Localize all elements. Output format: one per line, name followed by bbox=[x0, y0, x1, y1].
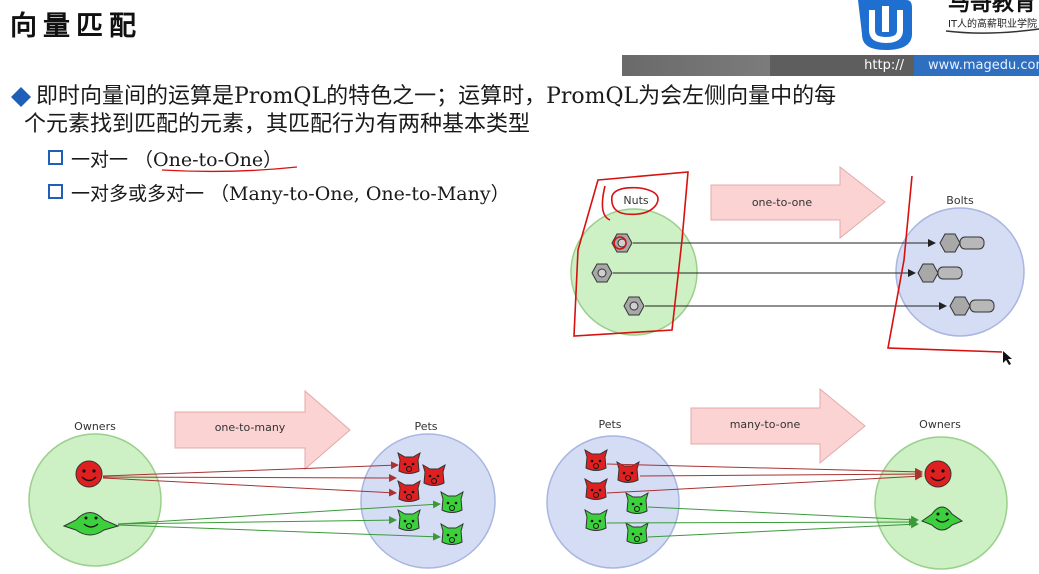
mouse-cursor-icon bbox=[1003, 351, 1012, 365]
red-annotations bbox=[161, 166, 1003, 353]
pets-circle bbox=[546, 435, 680, 569]
owners-circle bbox=[28, 433, 162, 567]
pets-label: Pets bbox=[598, 418, 621, 431]
diamond-bullet-icon bbox=[11, 87, 31, 107]
owners-label: Owners bbox=[74, 420, 116, 433]
nut-icon bbox=[623, 296, 645, 316]
brand-logo: 马哥教育 IT人的高薪职业学院 bbox=[858, 0, 1039, 50]
one-to-many-arrow-icon bbox=[174, 389, 351, 471]
many-to-one-arrow-icon bbox=[690, 387, 866, 465]
sub-bullet-text: 一对一 （One-to-One） bbox=[71, 149, 283, 171]
diagram-one-to-one: one-to-one Nuts Bolts bbox=[161, 165, 1025, 365]
slide-title: 向量匹配 bbox=[10, 11, 142, 42]
arrow-label: one-to-many bbox=[215, 421, 286, 434]
pets-label: Pets bbox=[414, 420, 437, 433]
url-banner: http:// www.magedu.com bbox=[622, 55, 1039, 76]
nuts-label: Nuts bbox=[623, 194, 649, 207]
sub-bullet-one-to-one: 一对一 （One-to-One） bbox=[48, 148, 282, 172]
red-owner-face-icon bbox=[75, 460, 103, 488]
square-bullet-icon bbox=[48, 184, 63, 199]
green-owner-face-icon bbox=[62, 512, 120, 536]
bolts-label: Bolts bbox=[946, 194, 974, 207]
owners-label: Owners bbox=[919, 418, 961, 431]
pets-circle bbox=[360, 433, 496, 569]
sub-bullet-many: 一对多或多对一 （Many-to-One, One-to-Many） bbox=[48, 182, 510, 206]
diagram-one-to-many: one-to-many Owners Pets bbox=[28, 389, 496, 569]
red-owner-face-icon bbox=[924, 460, 952, 488]
url-text[interactable]: www.magedu.com bbox=[914, 55, 1039, 76]
diagram-many-to-one: many-to-one Pets Owners bbox=[546, 387, 1008, 570]
arrow-label: one-to-one bbox=[752, 196, 813, 209]
main-bullet-text: 即时向量间的运算是PromQL的特色之一；运算时，PromQL为会左侧向量中的每… bbox=[24, 83, 1026, 139]
nut-icon bbox=[591, 263, 613, 283]
square-bullet-icon bbox=[48, 150, 63, 165]
brand-logo-text: 马哥教育 bbox=[948, 0, 1036, 16]
arrow-label: many-to-one bbox=[730, 418, 801, 431]
main-bullet-line2: 个元素找到匹配的元素，其匹配行为有两种基本类型 bbox=[24, 112, 531, 137]
url-prefix: http:// bbox=[770, 55, 914, 76]
green-owner-face-icon bbox=[920, 506, 964, 531]
nuts-circle bbox=[570, 208, 698, 336]
one-to-one-arrow-icon bbox=[710, 165, 886, 240]
sub-bullet-text: 一对多或多对一 （Many-to-One, One-to-Many） bbox=[71, 183, 510, 205]
main-bullet-line1: 即时向量间的运算是PromQL的特色之一；运算时，PromQL为会左侧向量中的每 bbox=[36, 84, 837, 109]
owners-circle bbox=[874, 436, 1008, 570]
brand-tagline: IT人的高薪职业学院 bbox=[948, 17, 1037, 30]
